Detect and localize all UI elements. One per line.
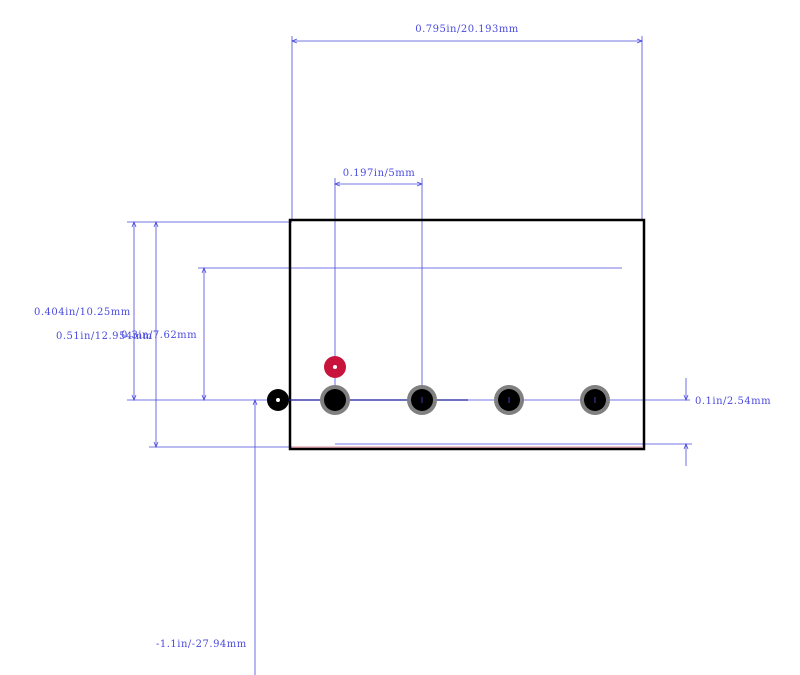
dim-origin-offset: -1.1in/-27.94mm bbox=[156, 639, 247, 650]
dimension-lines bbox=[127, 36, 692, 675]
pad-1 bbox=[320, 385, 350, 415]
dimension-labels: 0.795in/20.193mm 0.197in/5mm 0.404in/10.… bbox=[34, 24, 771, 650]
dim-height-b: 0.51in/12.954mm bbox=[56, 331, 153, 342]
dimension-arrows bbox=[131, 38, 689, 450]
pads bbox=[320, 385, 610, 415]
dim-overall-width: 0.795in/20.193mm bbox=[415, 24, 519, 35]
origin-marker bbox=[267, 389, 289, 411]
dim-pin-pitch: 0.1in/2.54mm bbox=[695, 396, 771, 407]
component-outline bbox=[288, 218, 646, 451]
dim-row-to-top: 0.3in/7.62mm bbox=[121, 330, 197, 341]
dim-height-a: 0.404in/10.25mm bbox=[34, 307, 131, 318]
dim-pin-offset: 0.197in/5mm bbox=[343, 168, 415, 179]
pin1-marker bbox=[324, 356, 346, 378]
